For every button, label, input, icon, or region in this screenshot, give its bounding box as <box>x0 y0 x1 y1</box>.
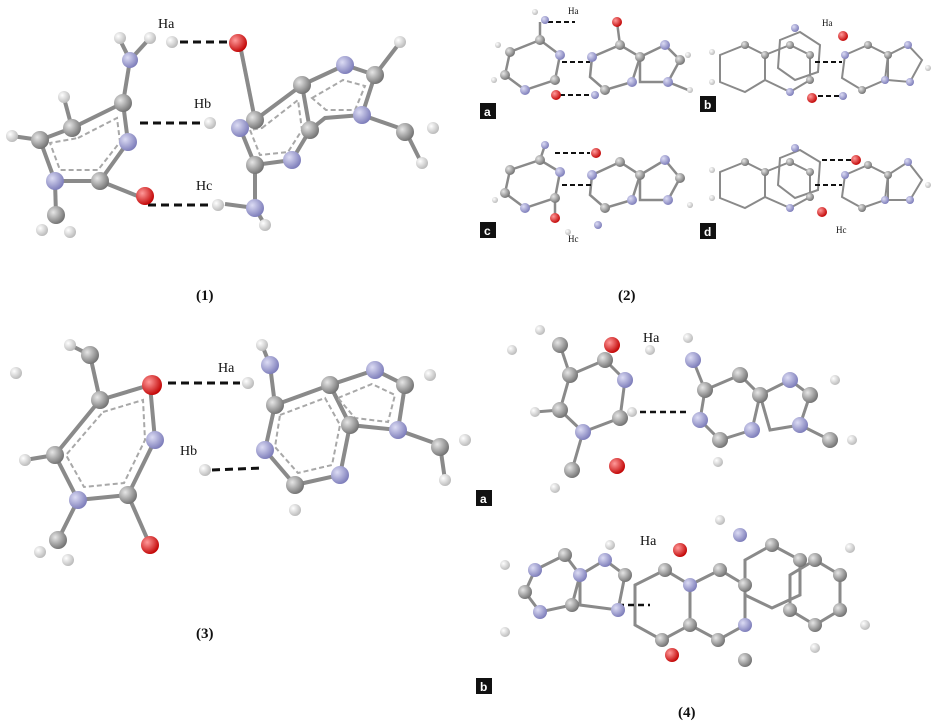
panel-1-hydrogen-bonds <box>140 40 232 207</box>
panel-4b-tag: b <box>480 680 487 694</box>
panel-2c-label-hc: Hc <box>568 234 579 244</box>
panel-2c-tag-bg <box>480 222 496 238</box>
panel-2d-tag-bg <box>700 223 716 239</box>
caption-3: (3) <box>196 626 214 642</box>
panel-1: Ha Hb Hc (1) <box>6 17 439 304</box>
panel-3: Ha Hb (3) <box>10 339 471 642</box>
panel-2d-label-hc: Hc <box>836 225 847 235</box>
panel-2b-tag: b <box>704 98 711 112</box>
panel-4b: Ha b <box>476 515 870 694</box>
panel-2a-tag: a <box>484 105 491 119</box>
panel-1-label-hb: Hb <box>194 97 211 112</box>
panel-4b-label-ha: Ha <box>640 534 657 549</box>
panel-2b-label-ha: Ha <box>822 18 833 28</box>
panel-1-label-hc: Hc <box>196 179 212 194</box>
panel-4a-label-ha: Ha <box>643 331 660 346</box>
panel-3-label-ha: Ha <box>218 361 235 376</box>
panel-2c-tag: c <box>484 224 491 238</box>
panel-4b-tag-bg <box>476 678 492 694</box>
panel-2d-tag: d <box>704 225 711 239</box>
panel-1-atoms <box>6 32 439 238</box>
caption-1: (1) <box>196 288 214 304</box>
panel-3-label-hb: Hb <box>180 444 197 459</box>
panel-4a-tag: a <box>480 492 487 506</box>
panel-2: Ha a <box>480 6 931 304</box>
panel-2a-label-ha: Ha <box>568 6 579 16</box>
panel-2b: Ha b <box>700 18 931 112</box>
panel-2a-tag-bg <box>480 103 496 119</box>
panel-4a-tag-bg <box>476 490 492 506</box>
panel-2d: Hc d <box>700 144 931 239</box>
panel-1-ring-bonds-dashed <box>48 78 367 171</box>
panel-2c: Hc c <box>480 141 693 244</box>
panel-2b-tag-bg <box>700 96 716 112</box>
caption-2: (2) <box>618 288 636 304</box>
caption-4: (4) <box>678 705 696 721</box>
panel-1-label-ha: Ha <box>158 17 175 32</box>
panel-4: Ha a <box>476 325 870 721</box>
panel-4a: Ha a <box>476 325 857 506</box>
panel-2a: Ha a <box>480 6 693 119</box>
